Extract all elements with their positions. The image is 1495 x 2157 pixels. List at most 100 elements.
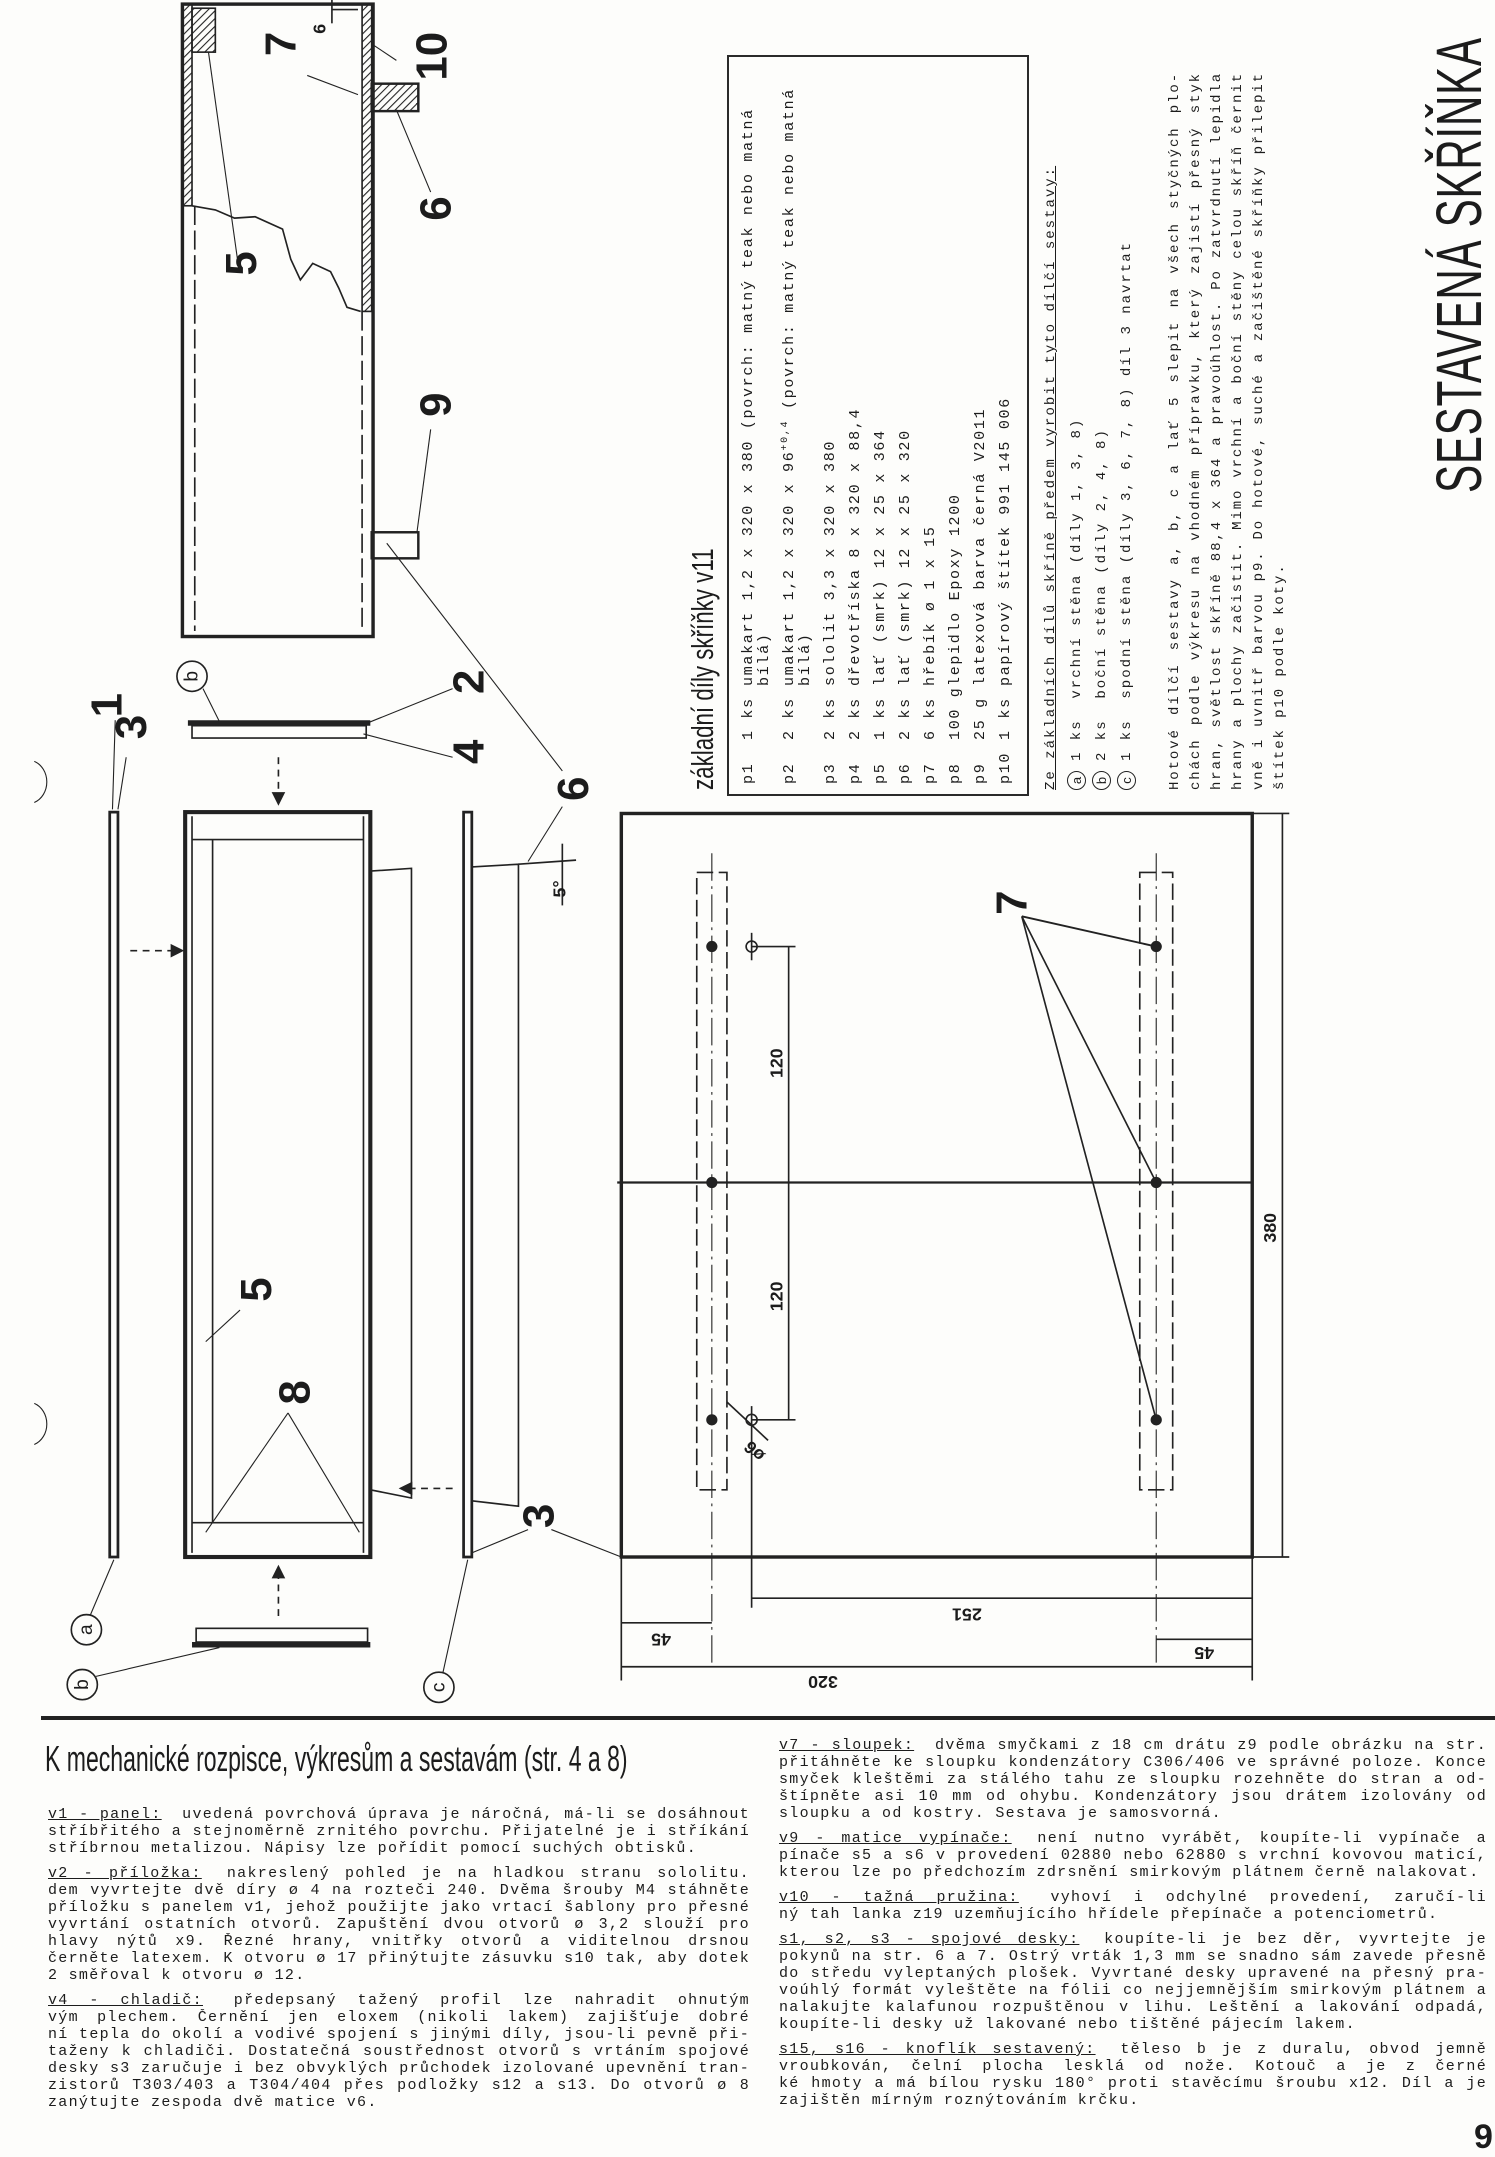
part-quantity: 100 g [947,686,964,740]
label-9: 9 [412,392,461,416]
paragraph-line: ní tepla do okolí a vodivé spojení s jin… [48,2026,750,2043]
paragraph-line-text: 2 směřoval k otvoru ø 12. [48,1967,306,1984]
part-description-text: lať (smrk) 12 x 25 x 320 [897,429,914,686]
paragraph-line-text: dvěma smyčkami z 18 cm drátu z9 podle ob… [935,1737,1487,1754]
part-description: papírový štítek 991 145 006 [997,397,1014,686]
part-code: p3 [822,762,839,784]
paragraph-line: zistorů T303/403 a T304/404 přes podložk… [48,2077,750,2094]
subassembly-item: b2 ks boční stěna (díly 2, 4, 8) [1092,428,1112,790]
part-description-text: lepidlo Epoxy 1200 [947,493,964,686]
paragraph-line-text: vyhoví i odchylné provedení, zaručí-li d… [1050,1889,1487,1906]
paragraph-line: v2 - příložka: nakreslený pohled je na h… [48,1865,750,1882]
paragraph-line-text: ný tah lanka z19 uzemňujícího hřídele př… [779,1906,1439,1923]
assembly-marker-a: a [76,1624,97,1635]
assembly-marker-c: c [428,1682,449,1692]
paragraph-line-text: nalakujte kalafunou rozpuštěnou v lihu. … [779,1999,1487,2016]
paragraph-line-text: smyček kleštěmi za stálého tahu ze sloup… [779,1771,1487,1788]
paragraph-line-text: černěte latexem. K otvoru ø 17 přinýtujt… [48,1950,750,1967]
left-text-column: v1 - panel: uvedená povrchová úprava je … [48,1806,750,2119]
parts-list-title: základní díly skříňky v11 [685,548,720,790]
paragraph-line: ké hmoty a má bílou rysku 180° proti sta… [779,2075,1487,2092]
part-quantity: 2 ks [897,697,914,740]
page-title-block: SESTAVENÁ SKŘÍŇKA [1423,30,1495,493]
paragraph-term: v2 - příložka: [48,1865,202,1882]
paragraph-line: smyček kleštěmi za stálého tahu ze sloup… [779,1771,1487,1788]
paragraph-line-text: vým plechem. Černění jen eloxem (nikoli … [48,2009,750,2026]
assembly-note-line: vně i uvnitř barvou p9. Do hotové, suché… [1251,72,1267,790]
paragraph-term: v7 - sloupek: [779,1737,915,1754]
dimension-320: 320 [808,1672,838,1692]
part-code: p8 [947,762,964,784]
dimension-6: 6 [310,24,330,34]
paragraph-line: desky s3 zaručuje i bez obvyklých průcho… [48,2060,750,2077]
dimension-45-right: 45 [1194,1643,1214,1663]
angle-5-degrees: 5° [550,880,570,897]
bottom-plate-plan [617,811,1290,1681]
part-description: lať (smrk) 12 x 25 x 364 [872,429,889,686]
part-description: dřevotříska 8 x 320 x 88,4 [847,408,864,686]
section-heading: K mechanické rozpisce, výkresům a sestav… [45,1738,628,1779]
part-quantity: 6 ks [922,697,939,740]
paragraph-line-text: těleso b je z duralu, obvod jemně [1120,2041,1487,2058]
subassembly-text: 1 ks vrchní stěna (díly 1, 3, 8) [1069,417,1086,761]
paragraph: v10 - tažná pružina: vyhoví i odchylné p… [779,1889,1487,1923]
paragraph-line-text: uvedená povrchová úprava je náročná, má-… [182,1806,750,1823]
part-quantity: 1 ks [872,697,889,740]
section-divider [41,1716,1495,1720]
paragraph-line-text: příložku s panelem v1, jehož použijte ja… [48,1899,750,1916]
paragraph-line-text: není nutno vyrábět, koupíte-li vypínače … [1037,1830,1487,1847]
paragraph-line: sloupku a od kostry. Sestava je samosvor… [779,1805,1487,1822]
paragraph-line-text: předepsaný tažený profil lze nahradit oh… [233,1992,750,2009]
subassembly-intro: Ze základních dílů skříně předem vyrobit… [1043,165,1059,790]
dimension-380: 380 [1260,1213,1280,1243]
paragraph-line: voúhlý formát vyleštěte na fólii co nejj… [779,1982,1487,1999]
paragraph-line: 2 směřoval k otvoru ø 12. [48,1967,750,1984]
label-3-bottom: 3 [515,1504,564,1528]
paragraph-line: do středu vyleptaných plošek. Vyvrtané d… [779,1965,1487,1982]
paragraph: v2 - příložka: nakreslený pohled je na h… [48,1865,750,1984]
paragraph-line: zanýtujte zespoda dvě matice v6. [48,2094,750,2111]
paragraph-line-text: vyvrtání ostatních otvorů. Zapuštění dvo… [48,1916,750,1933]
paragraph-line-text: pínače s5 a s6 v provedení 02880 nebo 62… [779,1847,1487,1864]
paragraph-line: štípněte asi 10 mm od ohybu. Kondenzátor… [779,1788,1487,1805]
paragraph-term: s15, s16 - knoflík sestavený: [779,2041,1096,2058]
label-8: 8 [270,1380,319,1404]
part-quantity: 1 ks [740,697,757,740]
page-title: SESTAVENÁ SKŘÍŇKA [1423,37,1495,493]
subassembly-text: 1 ks spodní stěna (díly 3, 6, 7, 8) díl … [1119,240,1136,761]
label-5: 5 [217,251,266,275]
paragraph-line: přitáhněte ke sloupku kondenzátory C306/… [779,1754,1487,1771]
paragraph-term: v1 - panel: [48,1806,162,1823]
paragraph-line-text: stříbrnou metalizou. Nápisy lze pořídit … [48,1840,697,1857]
label-2: 2 [445,670,494,694]
subassembly-item: c1 ks spodní stěna (díly 3, 6, 7, 8) díl… [1117,241,1137,790]
paragraph-line-text: koupíte-li je bez děr, vyvrtejte je podl… [1104,1931,1487,1948]
paragraph-line-text: koupíte-li desky už lakované nebo tištěn… [779,2016,1356,2033]
subassembly-text: 2 ks boční stěna (díly 2, 4, 8) [1094,428,1111,761]
part-description-text: hřebík ø 1 x 15 [922,525,939,686]
part-description-text: papírový štítek 991 145 006 [997,397,1014,686]
paragraph-line-text: do středu vyleptaných plošek. Vyvrtané d… [779,1965,1487,1982]
assembly-note-line: štítek p10 podle koty. [1272,563,1288,790]
side-section-view [180,0,563,772]
paragraph-line-text: dem vyvrtejte dvě díry ø 4 na rozteči 24… [48,1882,750,1899]
paragraph-line: pínače s5 a s6 v provedení 02880 nebo 62… [779,1847,1487,1864]
paragraph-line-text: pokynů na str. 6 a 7. Ostrý vrták 1,3 mm… [779,1948,1487,1965]
part-quantity: 25 g [972,697,989,740]
part-code: p2 [781,762,798,784]
paragraph-line: ný tah lanka z19 uzemňujícího hřídele př… [779,1906,1487,1923]
label-5-lath: 5 [232,1277,281,1301]
label-7-plan: 7 [988,890,1037,914]
assembly-note-line: chách podle výkresu na vhodném přípravku… [1188,72,1204,790]
paragraph-line: v10 - tažná pružina: vyhoví i odchylné p… [779,1889,1487,1906]
part-code: p7 [922,762,939,784]
part-description-text: sololit 3,3 x 320 x 380 [822,439,839,686]
paragraph-line-text: zajištěn mírným roznýtováním krčku. [779,2092,1140,2109]
tolerance-superscript: +0,4 [780,419,791,451]
